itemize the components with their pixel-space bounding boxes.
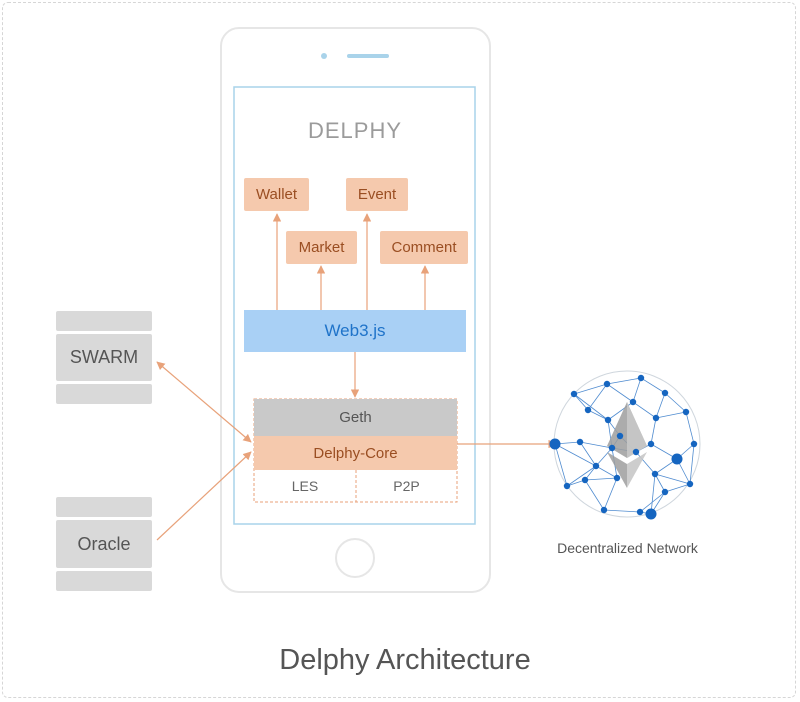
module-wallet: Wallet: [244, 178, 309, 211]
web3-layer: Web3.js: [244, 310, 466, 352]
network-node: [645, 508, 657, 520]
network-node: [604, 416, 612, 424]
network-node: [636, 508, 644, 516]
oracle-node: Oracle: [56, 520, 152, 568]
network-node: [637, 374, 645, 382]
network-node: [576, 438, 584, 446]
les-protocol: LES: [291, 478, 319, 494]
arrow-oracle-to-stack: [156, 451, 252, 541]
network-node: [629, 398, 637, 406]
oracle-slab-top: [56, 497, 152, 517]
module-market: Market: [286, 231, 357, 264]
network-node: [584, 406, 592, 414]
module-comment: Comment: [380, 231, 468, 264]
network-node: [651, 470, 659, 478]
swarm-slab-top: [56, 311, 152, 331]
network-node: [570, 390, 578, 398]
network-node: [661, 488, 669, 496]
network-node: [603, 380, 611, 388]
network-node: [616, 432, 624, 440]
app-title: DELPHY: [307, 118, 403, 143]
phone-home-button: [335, 538, 375, 578]
p2p-protocol: P2P: [393, 478, 420, 494]
network-node: [682, 408, 690, 416]
module-event: Event: [346, 178, 408, 211]
network-node: [613, 474, 621, 482]
phone-speaker: [347, 54, 389, 58]
network-caption: Decentralized Network: [557, 540, 698, 556]
network-node: [647, 440, 655, 448]
network-node: [671, 453, 683, 465]
delphy-core-layer: Delphy-Core: [254, 436, 457, 470]
network-node: [600, 506, 608, 514]
geth-layer: Geth: [254, 399, 457, 436]
decentralized-network-icon: [549, 370, 701, 520]
network-node: [652, 414, 660, 422]
network-node: [581, 476, 589, 484]
network-node: [608, 444, 616, 452]
swarm-node: SWARM: [56, 334, 152, 381]
network-node: [661, 389, 669, 397]
network-node: [549, 438, 561, 450]
diagram-title: Delphy Architecture: [279, 643, 531, 676]
swarm-slab-bottom: [56, 384, 152, 404]
phone-camera: [321, 53, 327, 59]
network-node: [563, 482, 571, 490]
oracle-slab-bottom: [56, 571, 152, 591]
network-node: [686, 480, 694, 488]
network-node: [690, 440, 698, 448]
network-node: [632, 448, 640, 456]
network-node: [592, 462, 600, 470]
arrow-swarm-stack: [156, 361, 252, 443]
